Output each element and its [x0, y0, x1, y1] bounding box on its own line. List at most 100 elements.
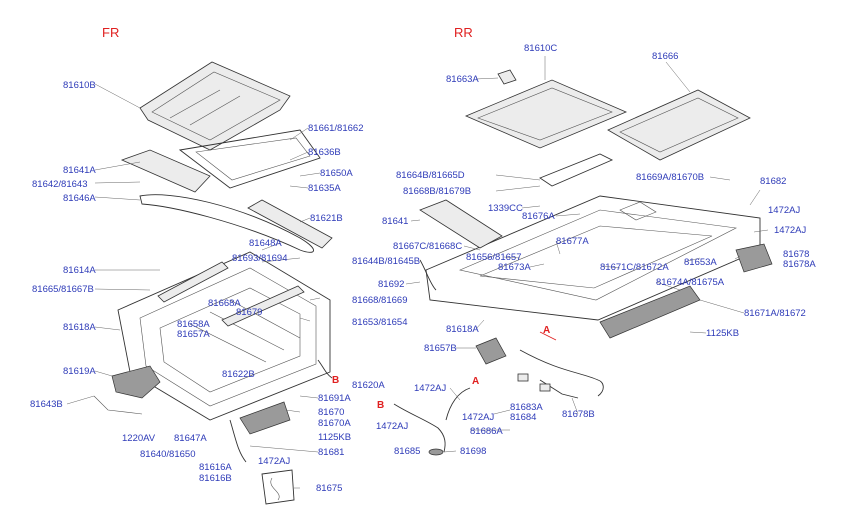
fr-seal-kit [261, 469, 295, 505]
part-label: 1472AJ [774, 225, 807, 236]
part-label: 1339CC [488, 203, 523, 214]
part-label: 81650A [320, 168, 353, 179]
fr-frame [178, 129, 321, 189]
rr-sunshade [607, 89, 751, 161]
rr-cap [497, 69, 517, 85]
part-label: 81616B [199, 473, 232, 484]
part-label: 81614A [63, 265, 96, 276]
part-label: 81677A [556, 236, 589, 247]
part-label: 81673A [498, 262, 531, 273]
rr-drain-tube [445, 387, 471, 421]
part-label: 81683A [510, 402, 543, 413]
part-label: 81685 [394, 446, 421, 457]
part-label: 81665/81667B [32, 284, 94, 295]
fr-seal [139, 194, 314, 253]
part-label: 1472AJ [462, 412, 495, 423]
part-label: 81648A [249, 238, 282, 249]
marker-b-right: B [377, 400, 385, 411]
leader-lines-fr [66, 83, 321, 489]
rr-wiring-harness [519, 349, 604, 399]
rr-guide [539, 153, 614, 187]
part-label: 81674A/81675A [656, 277, 725, 288]
fr-glass-panel [139, 61, 291, 151]
part-label: 81658A [177, 319, 210, 330]
marker-a-right: A [543, 325, 551, 336]
part-label: 81642/81643 [32, 179, 88, 190]
marker-line-a [539, 331, 557, 341]
fr-bracket [239, 401, 291, 435]
part-label: 81668A [208, 298, 241, 309]
part-label: 81671C/81672A [600, 262, 669, 273]
fr-motor [111, 365, 161, 399]
part-label: 81671A/81672 [744, 308, 806, 319]
part-label: 81664B/81665D [396, 170, 465, 181]
part-label: 81675 [316, 483, 343, 494]
part-label: 81684 [510, 412, 537, 423]
part-label: 81698 [460, 446, 487, 457]
part-label: 81641 [382, 216, 409, 227]
part-label: 81668/81669 [352, 295, 408, 306]
rr-grommet [428, 448, 444, 456]
rr-motor-small [475, 337, 507, 365]
part-label: 81678B [562, 409, 595, 420]
fr-guide-rail [157, 261, 229, 303]
marker-a-left: A [472, 376, 480, 387]
fr-side-rail [221, 285, 305, 327]
part-label: 81618A [63, 322, 96, 333]
part-label: 81619A [63, 366, 96, 377]
part-label: 81653/81654 [352, 317, 408, 328]
part-label: 81643B [30, 399, 63, 410]
part-label: 81691A [318, 393, 351, 404]
part-label: 81678 [783, 249, 810, 260]
part-label: 81681 [318, 447, 345, 458]
part-label: 81657B [424, 343, 457, 354]
part-label: 81663A [446, 74, 479, 85]
part-label: 81610C [524, 43, 558, 54]
leader-lines-rr [405, 56, 769, 453]
marker-b-left: B [332, 375, 340, 386]
part-label: 81661/81662 [308, 123, 364, 134]
part-label: 81666 [652, 51, 679, 62]
fr-main-frame [117, 251, 331, 421]
part-label: 81656/81657 [466, 252, 522, 263]
part-label: 81641A [63, 165, 96, 176]
part-label: 81640/81650 [140, 449, 196, 460]
part-label: 81670 [318, 407, 345, 418]
part-label: 1220AV [122, 433, 156, 444]
part-label: 81692 [378, 279, 405, 290]
fr-drain-hose-rear [317, 359, 333, 379]
front-section-header: FR [102, 25, 120, 40]
part-label: 81682 [760, 176, 787, 187]
part-label: 81676A [522, 211, 555, 222]
part-label: 81635A [308, 183, 341, 194]
part-label: 1472AJ [768, 205, 801, 216]
rr-cable [419, 259, 437, 291]
part-label: 81620A [352, 380, 385, 391]
part-label: 81669A/81670B [636, 172, 705, 183]
part-label: 81678A [783, 259, 816, 270]
part-label: 81610B [63, 80, 96, 91]
rr-panel [419, 199, 503, 249]
part-label: 81668B/81679B [403, 186, 472, 197]
part-label: 81622B [222, 369, 255, 380]
rr-drain-hose [393, 403, 446, 453]
part-label: 1125KB [318, 432, 352, 443]
part-label: 81646A [63, 193, 96, 204]
rr-connector-2 [539, 383, 551, 392]
rr-connector-1 [517, 373, 529, 382]
rr-deflector [599, 285, 701, 339]
part-label: 81636B [308, 147, 341, 158]
part-label: 81657A [177, 329, 210, 340]
part-label: 81686A [470, 426, 503, 437]
part-label: 81647A [174, 433, 207, 444]
fr-sunshade [120, 149, 211, 193]
part-label: 1125KB [706, 328, 740, 339]
part-label: 81653A [684, 257, 717, 268]
fr-cable [93, 395, 143, 415]
part-label: 1472AJ [414, 383, 447, 394]
part-label: 81621B [310, 213, 343, 224]
rr-glass-panel [464, 79, 628, 149]
part-label: 81693/81694 [232, 253, 288, 264]
part-label: 1472AJ [376, 421, 409, 432]
